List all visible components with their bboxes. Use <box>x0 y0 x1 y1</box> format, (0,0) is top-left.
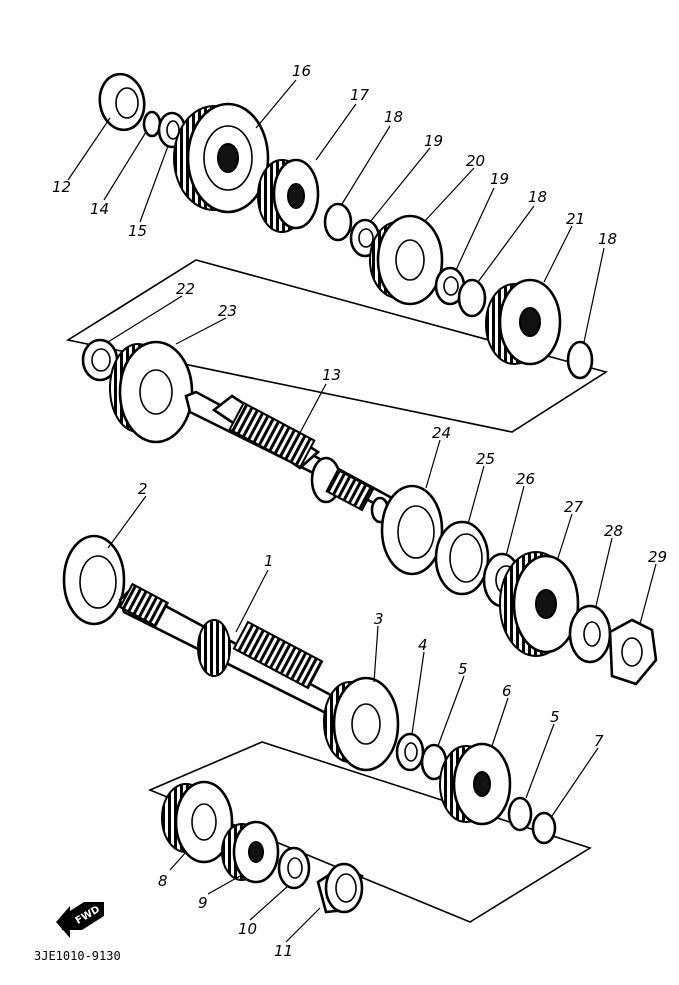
callout-29: 29 <box>648 548 667 566</box>
callout-9: 9 <box>198 894 208 912</box>
leader-lines <box>67 79 657 943</box>
sprocket-27 <box>499 551 580 657</box>
callout-12: 12 <box>52 178 71 196</box>
lower-assembly-frame <box>147 741 592 923</box>
callout-3: 3 <box>374 610 384 628</box>
gear-17 <box>257 158 320 233</box>
callout-18-right: 18 <box>598 230 617 248</box>
callouts: 1 2 3 4 5 5 6 7 8 9 10 11 12 13 14 15 16… <box>52 62 667 960</box>
circlip-18-upper-left <box>323 202 353 242</box>
oil-seal-25 <box>434 520 490 596</box>
washer-4 <box>395 732 425 772</box>
callout-25: 25 <box>476 450 495 468</box>
lock-washer-28 <box>568 604 612 664</box>
callout-10: 10 <box>238 920 257 938</box>
callout-20: 20 <box>466 152 485 170</box>
callout-4: 4 <box>418 636 428 654</box>
shaft-1 <box>118 582 342 718</box>
circlip-18-upper-right <box>566 340 594 380</box>
callout-1: 1 <box>264 552 274 570</box>
upper-assembly-frame <box>65 259 608 433</box>
callout-8: 8 <box>158 872 168 890</box>
circlip-5-right <box>507 796 533 832</box>
gear-6 <box>439 742 512 826</box>
callout-16: 16 <box>292 62 311 80</box>
gear-20 <box>369 214 444 306</box>
bearing-2 <box>62 534 126 626</box>
gear-23 <box>109 340 194 444</box>
callout-24: 24 <box>432 424 451 442</box>
document-id: 3JE1010-9130 <box>34 949 121 963</box>
callout-11: 11 <box>274 942 293 960</box>
callout-7: 7 <box>594 732 604 750</box>
gear-3 <box>323 676 400 772</box>
callout-5-left: 5 <box>458 660 468 678</box>
nut-29 <box>608 618 658 686</box>
bearing-24 <box>380 484 444 576</box>
callout-18-middle: 18 <box>528 188 547 206</box>
callout-21: 21 <box>566 210 585 228</box>
callout-18-left: 18 <box>384 108 403 126</box>
bearing-12 <box>98 72 146 132</box>
callout-19-left: 19 <box>424 132 443 150</box>
callout-19-right: 19 <box>490 170 509 188</box>
callout-14: 14 <box>90 200 109 218</box>
gear-8 <box>161 780 234 864</box>
callout-6: 6 <box>502 682 512 700</box>
gear-21 <box>485 278 562 366</box>
washer-10 <box>277 846 311 890</box>
washer-7 <box>531 811 557 845</box>
gear-16 <box>173 102 270 214</box>
callout-5-right: 5 <box>550 708 560 726</box>
callout-15: 15 <box>128 222 147 240</box>
callout-27: 27 <box>564 498 584 516</box>
shaft-13 <box>184 390 394 524</box>
callout-28: 28 <box>604 522 623 540</box>
callout-26: 26 <box>516 470 535 488</box>
callout-22: 22 <box>176 280 195 298</box>
circlip-18-upper-middle <box>457 278 487 318</box>
callout-17: 17 <box>350 86 370 104</box>
fwd-arrow-icon: FWD <box>56 902 104 938</box>
callout-2: 2 <box>138 480 148 498</box>
callout-13: 13 <box>322 366 341 384</box>
callout-23: 23 <box>218 302 237 320</box>
gear-9 <box>221 820 280 884</box>
bearing-11 <box>316 862 364 914</box>
